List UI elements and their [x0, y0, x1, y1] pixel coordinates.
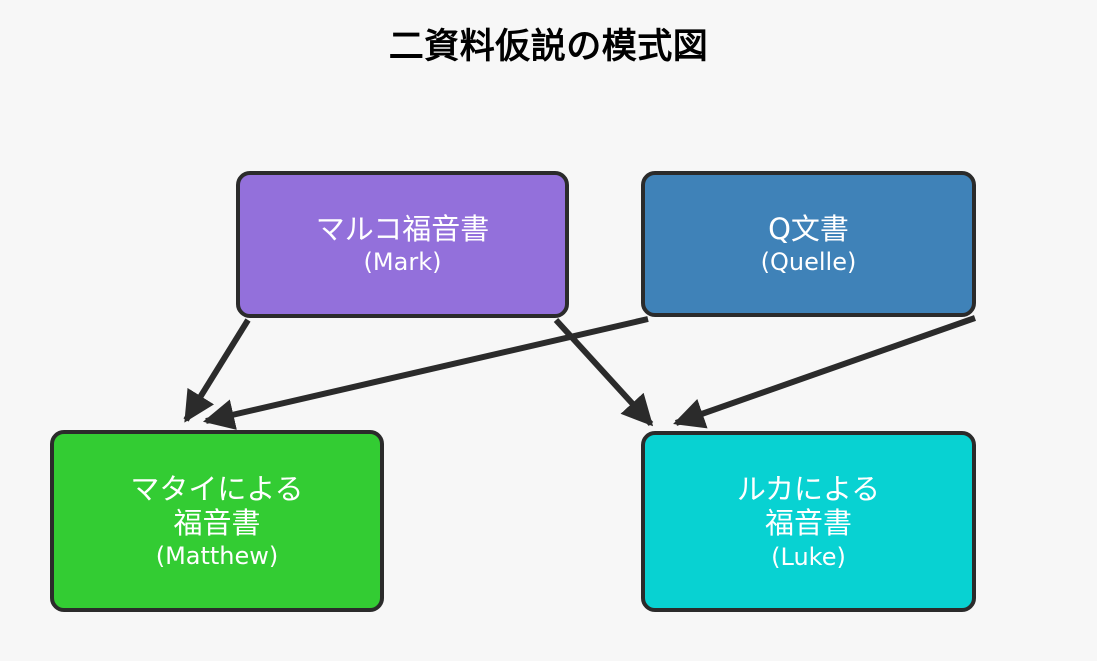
node-q-title-en: (Quelle)	[760, 247, 857, 276]
node-luke-title-jp-line1: ルカによる	[736, 472, 881, 507]
node-matthew-title-jp-line1: マタイによる	[130, 471, 304, 506]
node-luke-title-jp-line2: 福音書	[764, 506, 852, 541]
node-luke[interactable]: ルカによる 福音書 (Luke)	[641, 431, 976, 612]
node-mark[interactable]: マルコ福音書 (Mark)	[236, 171, 569, 318]
node-q-source[interactable]: Q文書 (Quelle)	[641, 171, 976, 317]
node-matthew-title-en: (Matthew)	[155, 542, 279, 571]
edge-mark-to-matthew	[183, 318, 251, 423]
node-mark-title-jp: マルコ福音書	[315, 212, 490, 247]
edge-q-to-luke	[673, 315, 976, 429]
node-mark-title-en: (Mark)	[363, 248, 442, 277]
node-q-title-jp: Q文書	[768, 211, 849, 246]
node-luke-title-en: (Luke)	[771, 542, 846, 571]
edge-q-to-matthew	[202, 316, 649, 430]
edge-mark-to-luke	[553, 317, 654, 427]
node-matthew[interactable]: マタイによる 福音書 (Matthew)	[50, 430, 384, 612]
node-matthew-title-jp-line2: 福音書	[173, 505, 261, 540]
page-title: 二資料仮説の模式図	[388, 27, 709, 67]
